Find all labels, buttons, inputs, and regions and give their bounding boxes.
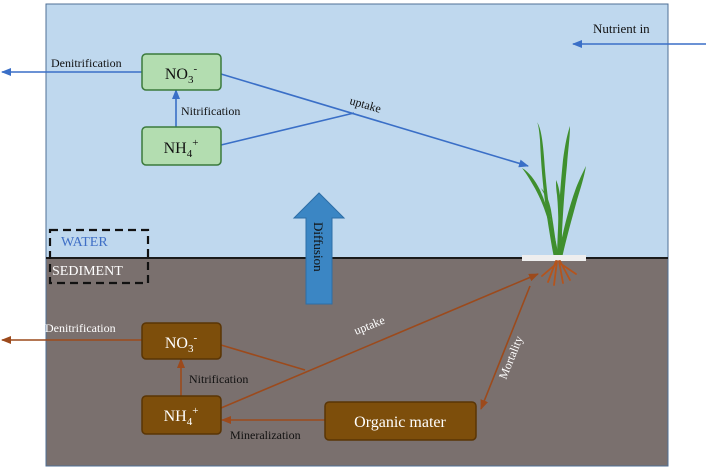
sediment-nh4-base: NH xyxy=(164,408,188,425)
sediment-no3-sup: - xyxy=(193,332,197,344)
water-nh4-base: NH xyxy=(164,140,188,157)
sediment-nh4-sup: + xyxy=(192,405,198,417)
sediment-uptake-arrow xyxy=(220,273,539,409)
sediment-nh4-box: NH4+ xyxy=(141,395,222,435)
sediment-denitrification-label: Denitrification xyxy=(45,321,116,335)
water-nh4-uptake-line xyxy=(220,112,355,146)
water-no3-sup: - xyxy=(193,63,197,75)
organic-matter-box: Organic mater xyxy=(324,401,477,441)
diagram-frame xyxy=(45,3,669,467)
water-no3-uptake-line xyxy=(220,73,529,168)
sediment-label: SEDIMENT xyxy=(52,264,123,279)
sediment-no3-uptake-line xyxy=(220,344,306,371)
diffusion-label: Diffusion xyxy=(311,222,326,272)
water-nitrification-label: Nitrification xyxy=(181,104,240,118)
svg-text:NH4+: NH4+ xyxy=(164,137,199,160)
sediment-nh4-sub: 4 xyxy=(187,416,193,428)
sediment-no3-base: NO xyxy=(165,335,188,352)
water-label: WATER xyxy=(61,235,108,250)
sediment-no3-box: NO3- xyxy=(141,322,222,360)
sediment-nitrification-label: Nitrification xyxy=(189,372,248,386)
zone-label-box xyxy=(48,228,150,285)
diffusion-arrow-icon xyxy=(292,192,346,305)
sediment-no3-sub: 3 xyxy=(188,343,194,355)
water-nh4-sup: + xyxy=(192,137,198,149)
seagrass-plant-icon xyxy=(522,122,586,286)
svg-text:NH4+: NH4+ xyxy=(164,405,199,428)
nutrient-in-label: Nutrient in xyxy=(593,21,650,36)
water-nh4-sub: 4 xyxy=(187,148,193,160)
water-no3-base: NO xyxy=(165,66,188,83)
water-zone xyxy=(46,4,668,258)
svg-text:NO3-: NO3- xyxy=(165,332,198,355)
water-nh4-box: NH4+ xyxy=(141,126,222,166)
mortality-arrow xyxy=(480,285,531,410)
mineralization-label: Mineralization xyxy=(230,428,301,442)
svg-text:NO3-: NO3- xyxy=(165,63,198,86)
water-denitrification-label: Denitrification xyxy=(51,56,122,70)
organic-matter-label: Organic mater xyxy=(354,414,446,431)
water-no3-box: NO3- xyxy=(141,53,222,91)
water-no3-sub: 3 xyxy=(188,74,194,86)
